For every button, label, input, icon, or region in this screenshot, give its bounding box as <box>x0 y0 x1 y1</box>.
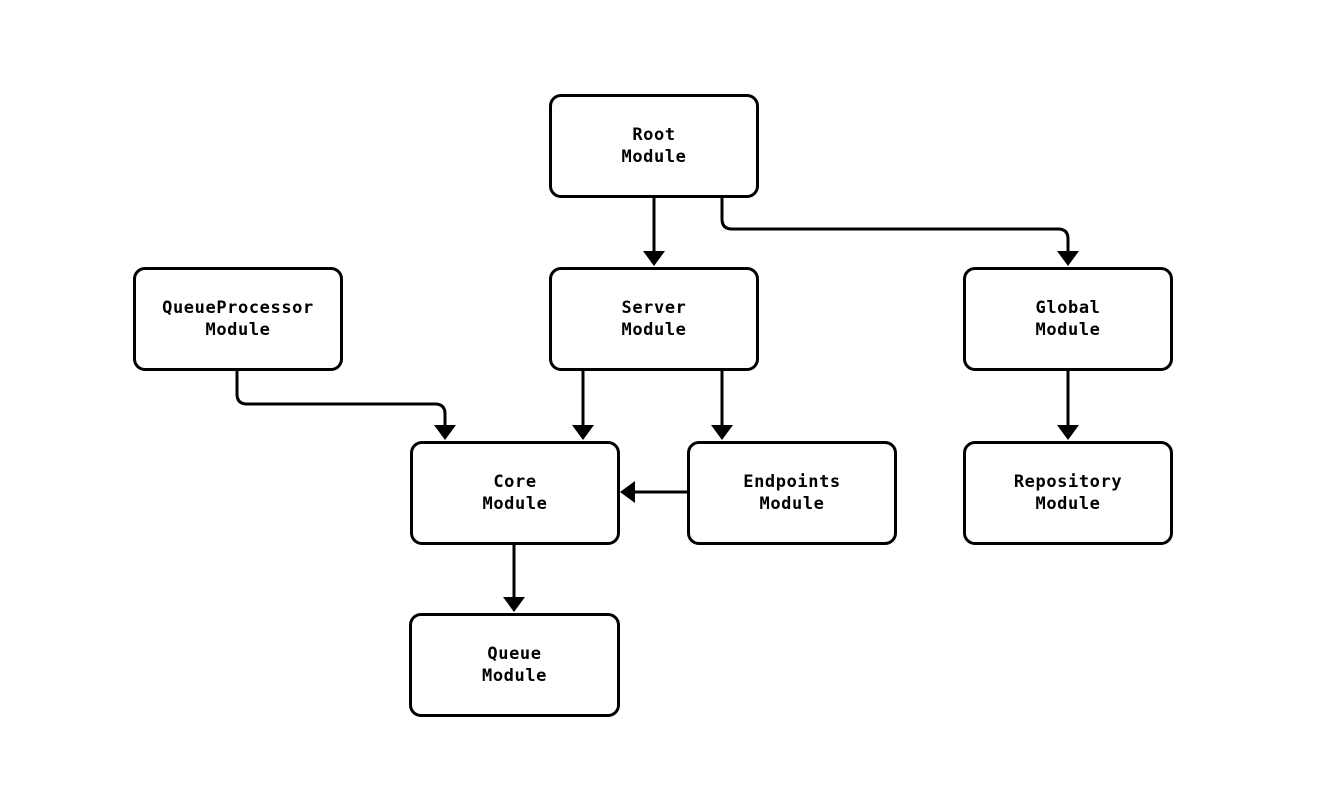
edge-server-to-endpoints <box>711 371 733 440</box>
node-label-line2: Module <box>482 494 548 514</box>
edge-queueprocessor-to-core <box>235 371 456 440</box>
edge-endpoints-to-core <box>620 481 687 503</box>
arrowhead <box>572 425 594 440</box>
edge-root-to-server <box>643 198 665 266</box>
node-label-line1: Endpoints <box>743 472 841 492</box>
node-label-line1: Queue <box>487 644 542 664</box>
node-label-line2: Module <box>1035 494 1101 514</box>
node-label-line1: Global <box>1035 298 1101 318</box>
arrowhead <box>434 425 456 440</box>
edge-server-to-core <box>572 371 594 440</box>
arrowhead <box>1057 251 1079 266</box>
edge-line <box>720 198 1070 252</box>
node-label-line2: Module <box>205 320 271 340</box>
node-label-line2: Module <box>1035 320 1101 340</box>
node-label-line1: Core <box>493 472 537 492</box>
arrowhead <box>503 597 525 612</box>
node-label-line2: Module <box>621 147 687 167</box>
arrowhead <box>1057 425 1079 440</box>
node-label-line1: QueueProcessor <box>162 298 314 318</box>
edge-line <box>235 371 447 426</box>
node-label-line2: Module <box>759 494 825 514</box>
node-label-line1: Server <box>621 298 687 318</box>
arrowhead <box>711 425 733 440</box>
node-label-line2: Module <box>481 666 547 686</box>
arrowhead <box>643 251 665 266</box>
node-label-line1: Root <box>632 125 676 145</box>
arrowhead <box>620 481 635 503</box>
edge-core-to-queue <box>503 545 525 612</box>
node-label-line1: Repository <box>1013 472 1123 492</box>
edge-global-to-repository <box>1057 371 1079 440</box>
node-label-line2: Module <box>621 320 687 340</box>
edge-root-to-global <box>720 198 1079 266</box>
